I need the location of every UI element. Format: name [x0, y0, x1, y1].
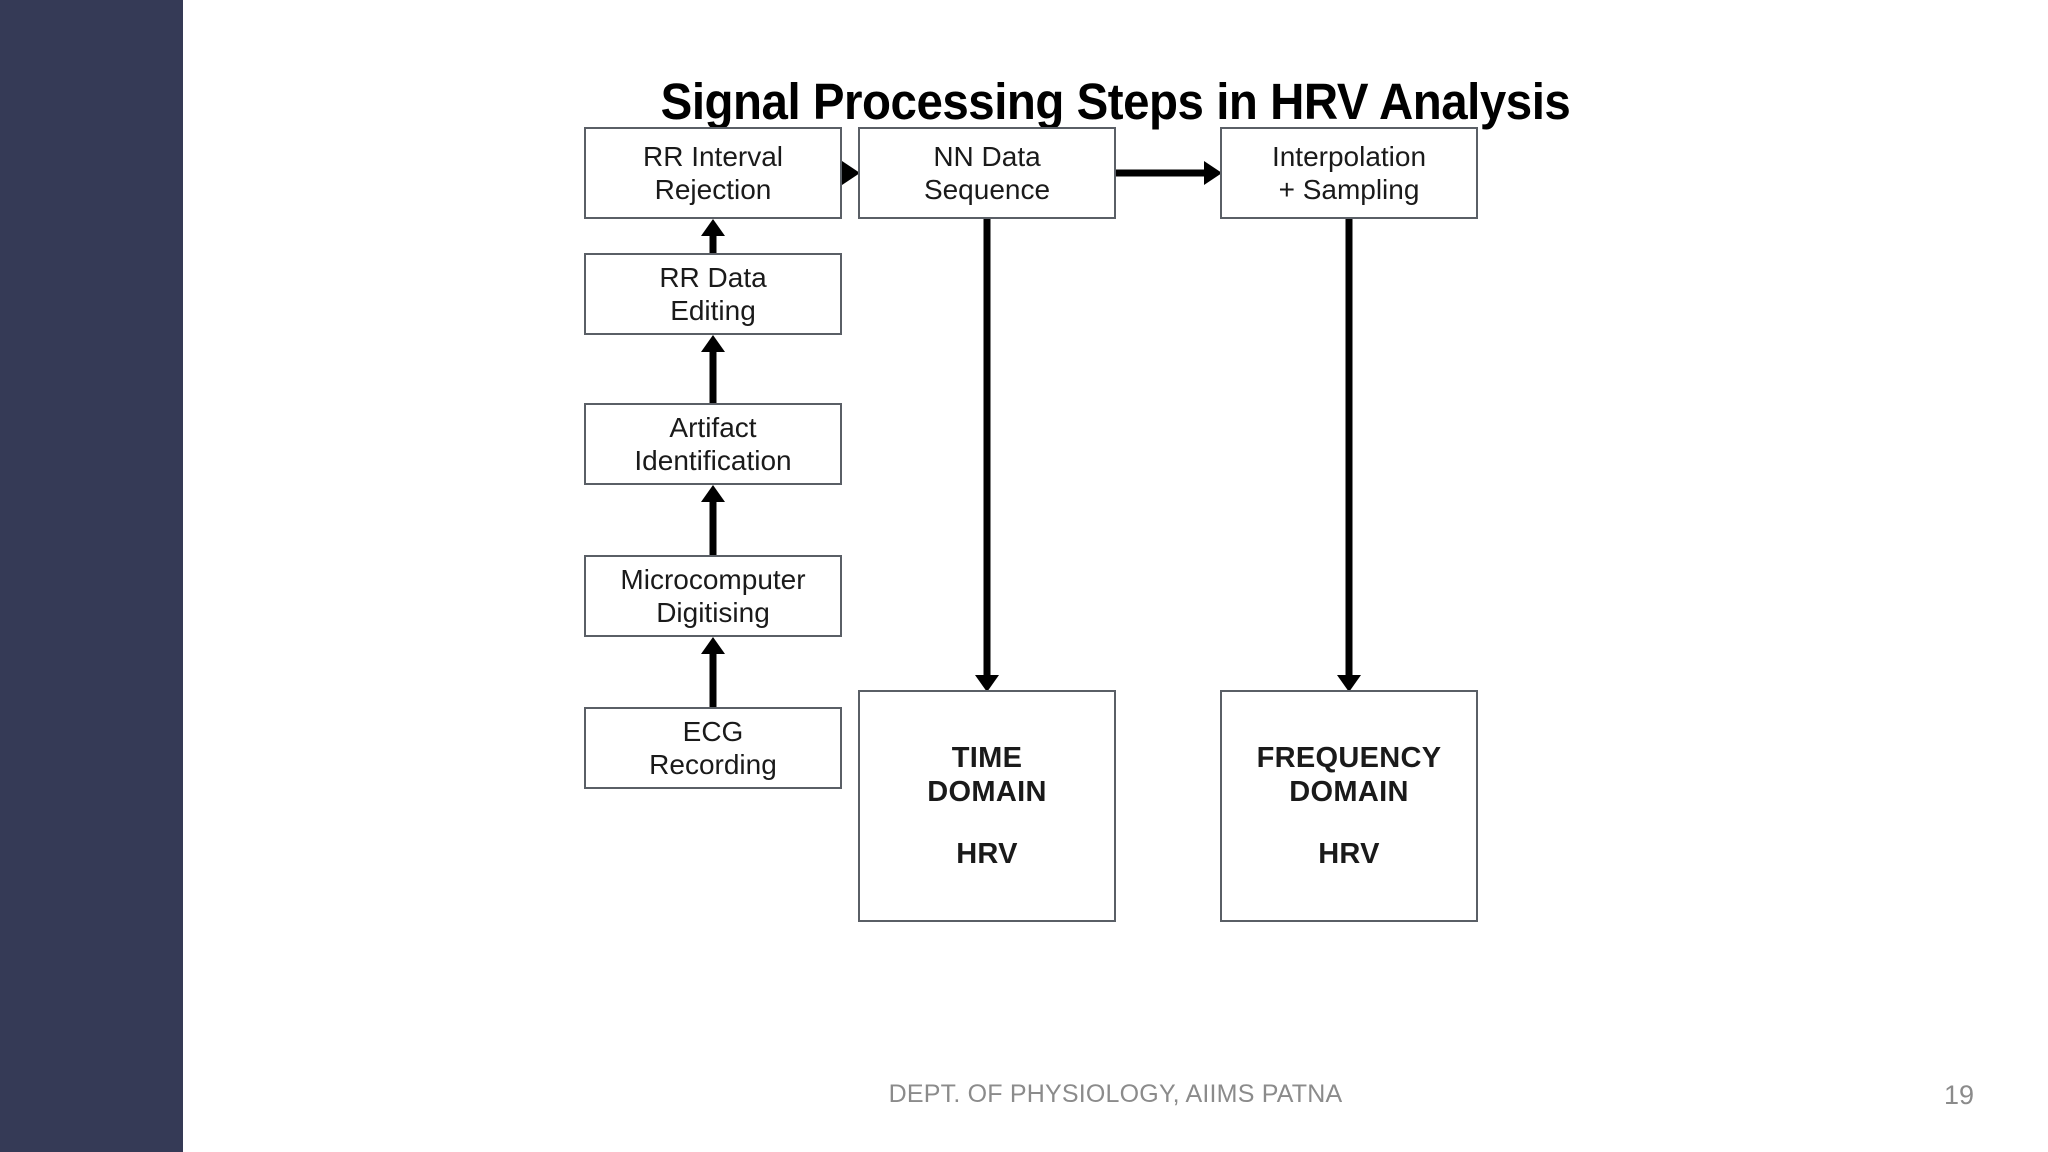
node-line: + Sampling — [1278, 174, 1420, 205]
edge-ecg-to-microcomputer — [689, 637, 737, 707]
node-line: FREQUENCY — [1256, 741, 1442, 774]
arrowhead-up-icon — [701, 485, 725, 502]
node-line: Sequence — [923, 174, 1051, 205]
arrowhead-up-icon — [701, 335, 725, 352]
node-line: DOMAIN — [1289, 775, 1409, 808]
node-microcomputer-digitising[interactable]: Microcomputer Digitising — [584, 555, 842, 637]
node-frequency-domain-hrv[interactable]: FREQUENCY DOMAIN HRV — [1220, 690, 1478, 922]
node-line: Identification — [634, 445, 792, 476]
node-line: NN Data — [933, 140, 1041, 172]
edge-nn-data-to-time-domain — [963, 219, 1011, 692]
node-line: Editing — [670, 295, 756, 326]
arrowhead-up-icon — [701, 637, 725, 654]
node-interpolation-sampling[interactable]: Interpolation + Sampling — [1220, 127, 1478, 219]
page-number: 19 — [1943, 1080, 1974, 1110]
node-line: ECG — [682, 715, 744, 747]
node-line: Rejection — [654, 174, 772, 205]
edge-microcomputer-to-artifact — [689, 485, 737, 555]
node-ecg-recording[interactable]: ECG Recording — [584, 707, 842, 789]
arrowhead-right-icon — [842, 161, 860, 185]
arrowhead-right-icon — [1204, 161, 1222, 185]
edge-rr-interval-to-nn-data — [842, 153, 860, 193]
node-line: Interpolation — [1271, 140, 1427, 172]
node-line: Microcomputer — [620, 563, 806, 595]
node-rr-data-editing[interactable]: RR Data Editing — [584, 253, 842, 335]
node-artifact-identification[interactable]: Artifact Identification — [584, 403, 842, 485]
arrowhead-down-icon — [975, 675, 999, 692]
arrowhead-up-icon — [701, 219, 725, 236]
node-line: Digitising — [656, 597, 770, 628]
edge-rr-data-editing-to-rr-interval — [689, 219, 737, 253]
edge-artifact-to-rr-data-editing — [689, 335, 737, 403]
edge-nn-data-to-interpolation — [1116, 153, 1222, 193]
node-line: RR Data — [659, 261, 767, 293]
node-line: DOMAIN — [927, 775, 1047, 808]
node-line: Artifact — [669, 411, 757, 443]
node-line: TIME — [951, 741, 1023, 774]
node-line: Recording — [649, 749, 777, 780]
slide-footer: DEPT. OF PHYSIOLOGY, AIIMS PATNA — [888, 1080, 1343, 1108]
arrowhead-down-icon — [1337, 675, 1361, 692]
node-time-domain-hrv[interactable]: TIME DOMAIN HRV — [858, 690, 1116, 922]
page-title: Signal Processing Steps in HRV Analysis — [660, 73, 1571, 130]
node-line: RR Interval — [642, 140, 784, 172]
node-line: HRV — [1318, 838, 1380, 871]
node-rr-interval-rejection[interactable]: RR Interval Rejection — [584, 127, 842, 219]
edge-interpolation-to-frequency-domain — [1325, 219, 1373, 692]
hrv-flowchart: ECG Recording Microcomputer Digitising A… — [560, 127, 1600, 1035]
node-nn-data-sequence[interactable]: NN Data Sequence — [858, 127, 1116, 219]
slide-accent-bar — [0, 0, 183, 1152]
node-line: HRV — [956, 838, 1018, 871]
